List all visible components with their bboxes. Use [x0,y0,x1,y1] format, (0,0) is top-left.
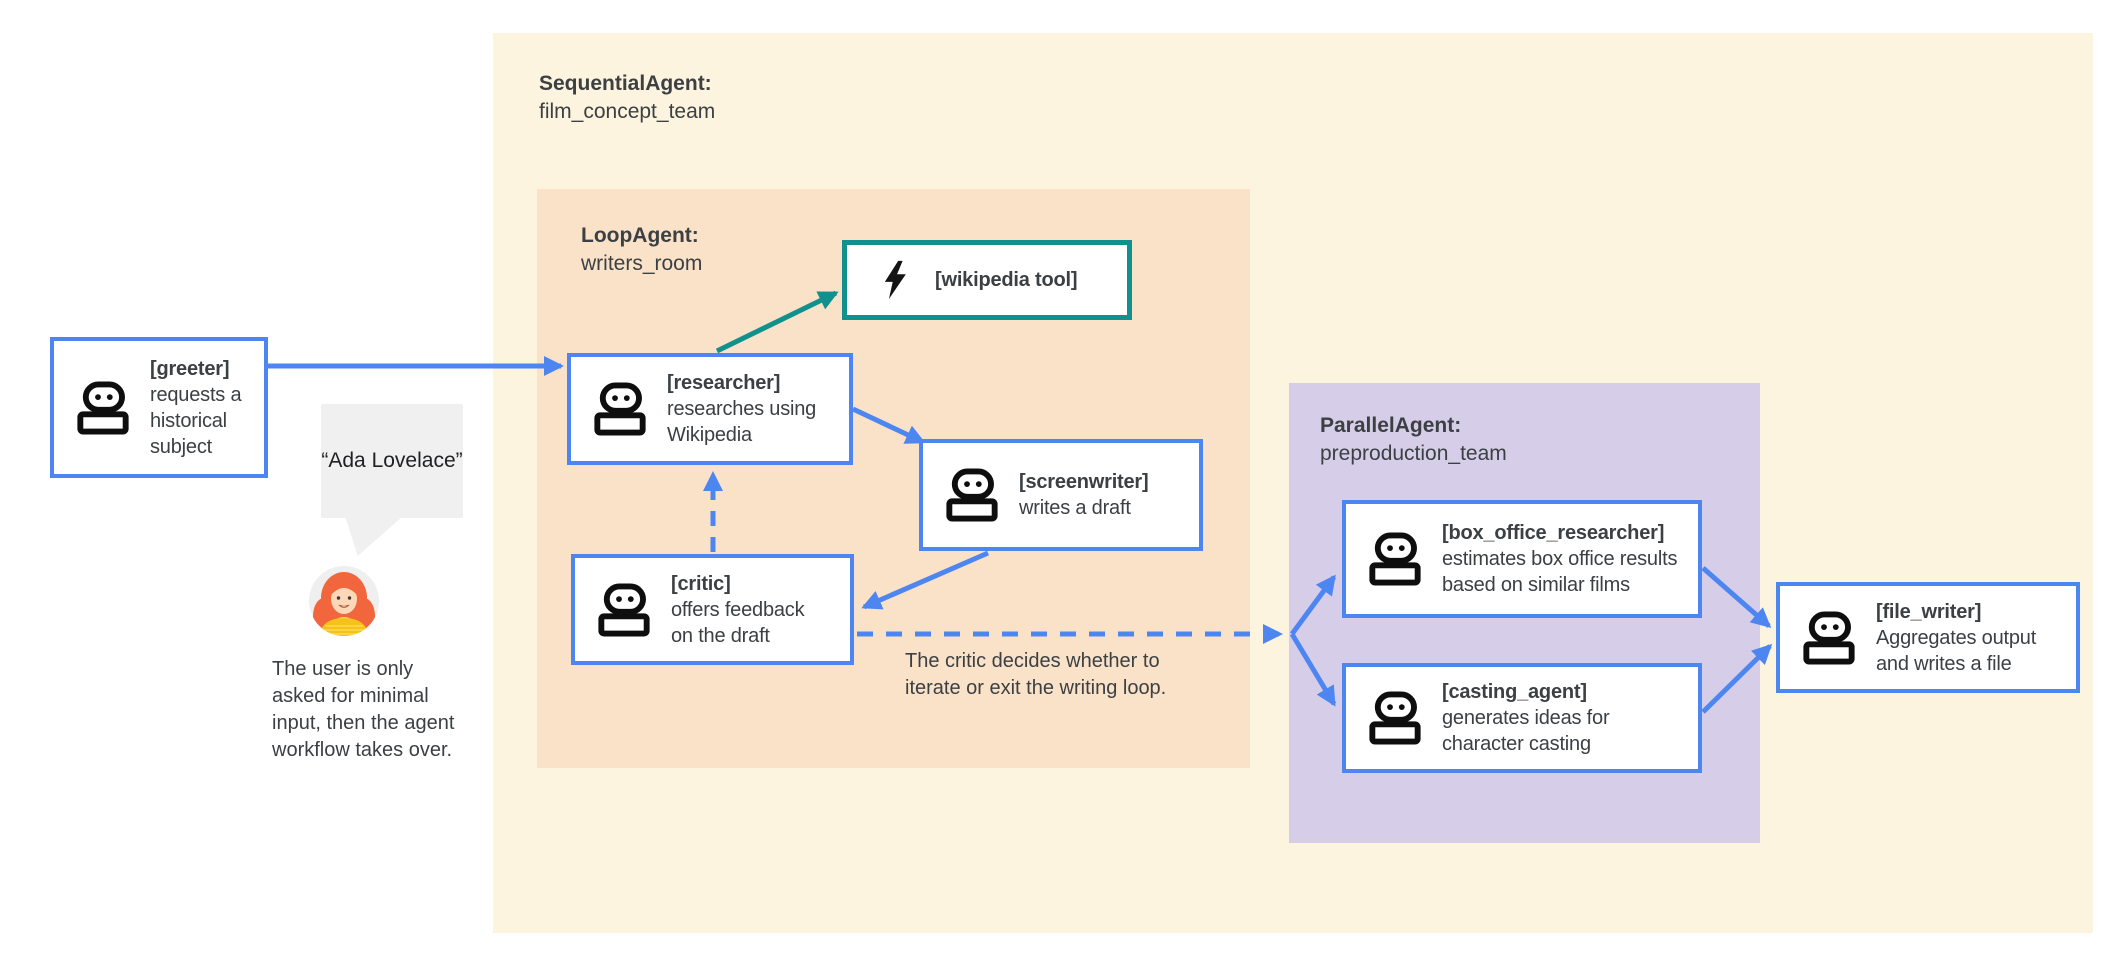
node-casting-agent: [casting_agent] generates ideas for char… [1342,663,1702,773]
node-greeter-title: [greeter] [150,357,230,380]
edge-screenwriter-critic [861,550,989,610]
node-box-office-researcher-title: [box_office_researcher] [1442,522,1665,544]
node-wikipedia-tool: [wikipedia tool] [842,240,1132,320]
robot-face-icon [1366,532,1424,586]
node-screenwriter-desc: writes a draft [1019,497,1131,519]
edge-fork-casting [1289,632,1337,707]
loop-exit-note: The critic decides whether to iterate or… [905,650,1167,699]
parallel-agent-type: ParallelAgent: [1320,414,1462,437]
robot-face-icon [74,381,132,435]
node-greeter: [greeter] requests a historical subject [50,337,268,478]
node-file-writer-desc: Aggregates output and writes a file [1876,626,2037,675]
parallel-agent-label: ParallelAgent: preproduction_team [1320,412,1507,468]
woman-avatar-icon [309,566,379,636]
edge-boxoffice-filewriter [1701,566,1772,628]
loop-agent-name: writers_room [581,252,703,275]
node-casting-agent-desc: generates ideas for character casting [1442,707,1610,755]
node-screenwriter: [screenwriter] writes a draft [919,439,1203,551]
user-note: The user is only asked for minimal input… [272,658,455,761]
edge-researcher-screenwriter [851,406,926,445]
edge-casting-filewriter [1701,643,1773,714]
robot-face-icon [943,468,1001,522]
robot-face-icon [1366,691,1424,745]
node-screenwriter-title: [screenwriter] [1019,471,1149,493]
node-researcher-title: [researcher] [667,372,781,394]
node-wikipedia-tool-title: [wikipedia tool] [935,269,1078,291]
sequential-agent-type: SequentialAgent: [539,72,712,95]
lightning-bolt-icon [881,260,909,300]
node-file-writer-title: [file_writer] [1876,600,1982,623]
sequential-agent-label: SequentialAgent: film_concept_team [539,70,715,126]
edge-researcher-wikipedia [715,290,839,354]
node-researcher: [researcher] researches using Wikipedia [567,353,853,465]
robot-face-icon [1800,611,1858,665]
node-critic-desc: offers feedback on the draft [671,598,805,647]
node-greeter-desc: requests a historical subject [150,383,242,458]
robot-face-icon [595,583,653,637]
loop-agent-label: LoopAgent: writers_room [581,222,702,278]
edge-fork-boxoffice [1289,574,1337,636]
speech-bubble: “Ada Lovelace” [321,404,463,518]
node-casting-agent-title: [casting_agent] [1442,681,1587,703]
node-critic-title: [critic] [671,572,731,595]
parallel-agent-name: preproduction_team [1320,442,1507,465]
loop-agent-type: LoopAgent: [581,224,699,247]
robot-face-icon [591,382,649,436]
node-researcher-desc: researches using Wikipedia [667,398,817,446]
sequential-agent-name: film_concept_team [539,100,716,123]
node-box-office-researcher: [box_office_researcher] estimates box of… [1342,500,1702,618]
node-box-office-researcher-desc: estimates box office results based on si… [1442,548,1678,596]
node-file-writer: [file_writer] Aggregates output and writ… [1776,582,2080,693]
node-critic: [critic] offers feedback on the draft [571,554,854,665]
